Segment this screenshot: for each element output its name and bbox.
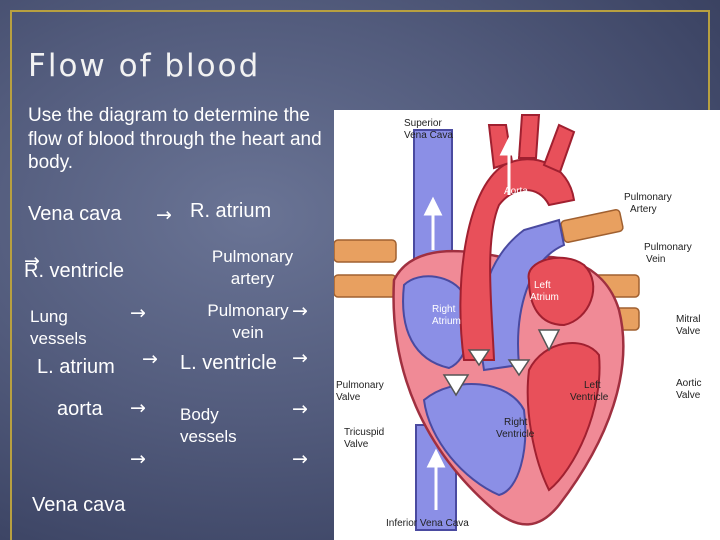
label-pulmonary-artery-2: Artery xyxy=(630,204,657,215)
label-left-ventricle-1: Left xyxy=(584,380,601,391)
tricuspid-valve-flap xyxy=(442,374,470,397)
label-left-atrium-2: Atrium xyxy=(530,292,559,303)
svc-arrowhead xyxy=(423,196,443,216)
right-ventricle-shape xyxy=(422,383,527,497)
flow-vena-cava: Vena cava xyxy=(28,203,122,225)
flow-arrow-9: → xyxy=(130,448,146,470)
flow-arrow-3: → xyxy=(130,302,146,324)
flow-l-ventricle: L. ventricle xyxy=(180,352,277,374)
label-tricuspid-valve-1: Tricuspid xyxy=(344,427,384,438)
flow-arrow-4: → xyxy=(292,300,308,322)
aorta-shape xyxy=(459,158,576,361)
label-inferior-vena-cava: Inferior Vena Cava xyxy=(386,518,469,529)
pulmonary-valve-flap xyxy=(467,349,491,367)
flow-r-atrium: R. atrium xyxy=(190,200,272,222)
label-right-atrium-2: Atrium xyxy=(432,316,461,327)
pulmonary-artery-right-branch xyxy=(560,208,624,244)
mitral-valve-flap xyxy=(537,329,561,352)
label-left-ventricle-2: Ventricle xyxy=(570,392,609,403)
flow-arrow-2: → xyxy=(24,250,40,272)
label-tricuspid-valve-2: Valve xyxy=(344,439,369,450)
left-ventricle-shape xyxy=(526,342,601,492)
label-right-atrium-1: Right xyxy=(432,304,456,315)
slide-title: Flow of blood xyxy=(28,48,261,84)
flow-pulmonary-vein: Pulmonary vein xyxy=(207,301,289,342)
label-pulmonary-valve-1: Pulmonary xyxy=(336,380,384,391)
label-superior-vena-cava-2: Vena Cava xyxy=(404,130,453,141)
flow-lung-vessels: Lung vessels xyxy=(30,307,87,348)
flow-arrow-1: → xyxy=(156,204,172,226)
flow-arrow-8: → xyxy=(292,398,308,420)
flow-arrows xyxy=(423,136,519,510)
aorta-branch-3 xyxy=(542,123,576,174)
label-aortic-valve-2: Valve xyxy=(676,390,701,401)
label-pulmonary-artery-1: Pulmonary xyxy=(624,192,672,203)
heart-diagram: Superior Vena Cava Aorta Pulmonary Arter… xyxy=(334,110,720,540)
label-pulmonary-valve-2: Valve xyxy=(336,392,361,403)
label-superior-vena-cava-1: Superior xyxy=(404,118,442,129)
ivc-arrowhead xyxy=(426,448,446,468)
flow-pulmonary-artery: Pulmonary artery xyxy=(211,247,294,288)
label-pulmonary-vein-2: Vein xyxy=(646,254,665,265)
flow-l-atrium: L. atrium xyxy=(37,356,115,378)
intro-text: Use the diagram to determine the flow of… xyxy=(28,105,322,173)
aorta-branch-1 xyxy=(487,124,514,170)
flow-r-ventricle: R. ventricle xyxy=(24,260,125,282)
label-left-atrium-1: Left xyxy=(534,280,551,291)
label-pulmonary-vein-1: Pulmonary xyxy=(644,242,692,253)
left-lung-vessel-upper xyxy=(334,239,397,263)
flow-vena-cava-end: Vena cava xyxy=(32,494,126,516)
flow-arrow-5: → xyxy=(142,348,158,370)
flow-arrow-6: → xyxy=(292,347,308,369)
left-lung-vessel-lower xyxy=(334,274,397,298)
aorta-arrowhead xyxy=(499,136,519,156)
flow-aorta: aorta xyxy=(57,398,103,420)
flow-body-vessels: Body vessels xyxy=(180,405,237,446)
label-mitral-valve-2: Valve xyxy=(676,326,701,337)
flow-arrow-10: → xyxy=(292,448,308,470)
label-aortic-valve-1: Aortic xyxy=(676,378,702,389)
label-right-ventricle-1: Right xyxy=(504,417,528,428)
left-atrium-shape xyxy=(527,256,595,327)
aortic-valve-flap xyxy=(507,359,531,377)
flow-arrow-7: → xyxy=(130,397,146,419)
aorta-branch-2 xyxy=(517,114,541,159)
label-right-ventricle-2: Ventricle xyxy=(496,429,535,440)
label-mitral-valve-1: Mitral xyxy=(676,314,700,325)
label-aorta: Aorta xyxy=(504,186,528,197)
